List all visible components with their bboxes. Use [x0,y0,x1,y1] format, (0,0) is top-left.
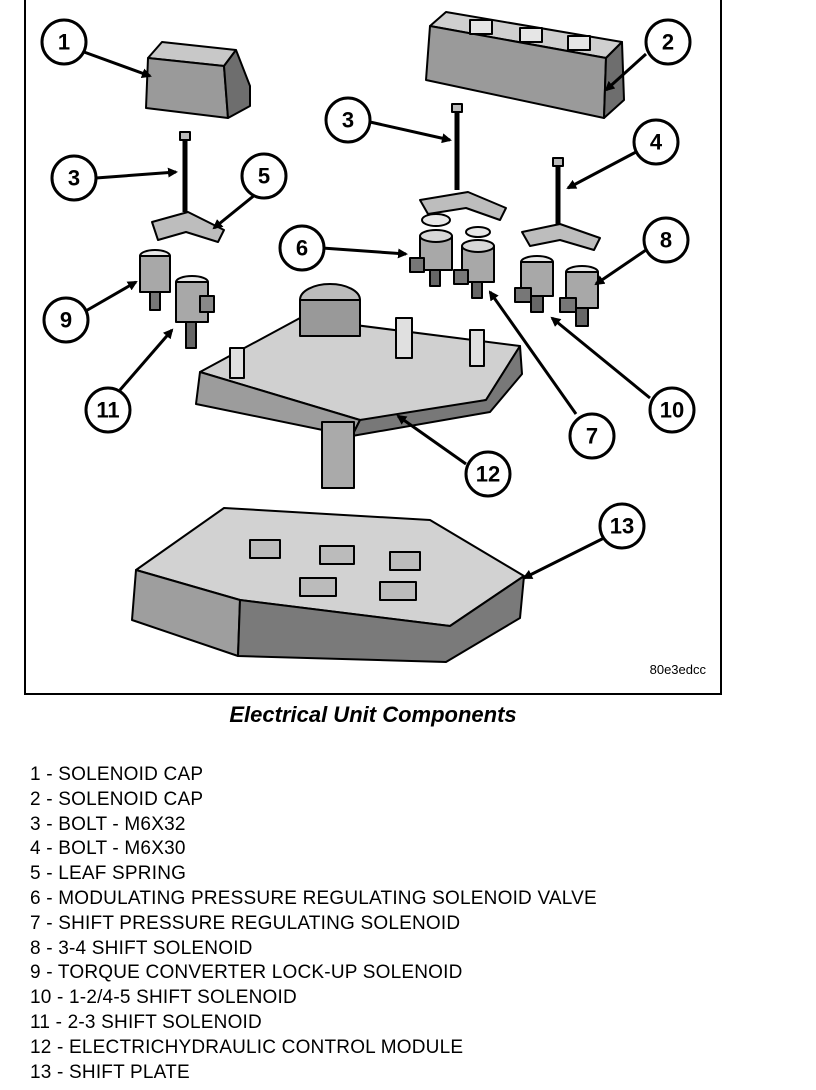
parts-legend: 1 - SOLENOID CAP 2 - SOLENOID CAP 3 - BO… [30,763,597,1085]
electrohydraulic-control-module [195,283,523,489]
legend-item: 9 - TORQUE CONVERTER LOCK-UP SOLENOID [30,962,463,984]
callout-1: 1 [40,18,88,66]
leader-7 [488,290,578,415]
legend-item: 2 - SOLENOID CAP [30,788,204,810]
svg-text:10: 10 [660,398,684,423]
leader-6 [321,246,408,259]
shift-plate [131,507,525,663]
svg-text:7: 7 [586,424,598,449]
bolt-center [451,103,463,190]
solenoid-shift-pressure [453,226,495,299]
solenoid-2-3-shift [175,275,215,349]
leader-13 [522,536,605,580]
legend-item: 10 - 1-2/4-5 SHIFT SOLENOID [30,987,297,1009]
leader-11 [118,328,174,391]
callout-11: 11 [84,386,132,434]
legend-item: 8 - 3-4 SHIFT SOLENOID [30,937,253,959]
legend-item: 7 - SHIFT PRESSURE REGULATING SOLENOID [30,912,461,934]
callout-13: 13 [598,502,646,550]
solenoid-3-4-shift [514,255,554,313]
svg-text:3: 3 [68,166,80,191]
leader-3b [369,120,452,144]
callout-8: 8 [642,216,690,264]
svg-text:3: 3 [342,108,354,133]
svg-text:12: 12 [476,462,500,487]
leader-3a [95,167,178,180]
legend-item: 11 - 2-3 SHIFT SOLENOID [30,1011,262,1033]
callout-5: 5 [240,152,288,200]
leader-5 [212,192,257,230]
legend-item: 3 - BOLT - M6X32 [30,813,186,835]
svg-text:11: 11 [96,398,119,423]
solenoid-cap-small [145,41,251,119]
callout-4: 4 [632,118,680,166]
callout-10: 10 [648,386,696,434]
callout-6: 6 [278,224,326,272]
svg-text:4: 4 [650,130,663,155]
solenoid-modulating-pressure [409,213,453,287]
svg-text:8: 8 [660,228,672,253]
solenoid-1-2-4-5-shift [559,265,599,327]
callout-12: 12 [464,450,512,498]
leader-8 [594,248,647,286]
leader-2 [604,52,648,92]
legend-item: 13 - SHIFT PLATE [30,1061,190,1083]
legend-item: 12 - ELECTRICHYDRAULIC CONTROL MODULE [30,1036,464,1058]
leaf-spring-center [419,191,507,221]
legend-item: 4 - BOLT - M6X30 [30,838,186,860]
leaf-spring-left [151,211,225,243]
svg-text:6: 6 [296,236,308,261]
svg-text:2: 2 [662,30,674,55]
bolt-right [552,157,564,224]
callout-3: 3 [50,154,98,202]
legend-item: 1 - SOLENOID CAP [30,764,204,785]
callout-9: 9 [42,296,90,344]
solenoid-torque-converter [139,249,171,311]
legend-item: 6 - MODULATING PRESSURE REGULATING SOLEN… [30,887,597,909]
leader-10 [550,316,651,400]
leader-9 [83,280,138,314]
figure-frame [24,0,722,695]
svg-text:9: 9 [60,308,72,333]
figure-caption: Electrical Unit Components [229,702,517,727]
leaf-spring-right [521,223,601,251]
leader-4 [566,150,637,190]
exploded-parts-diagram: 1 2 3 3 4 5 6 7 8 9 10 11 12 13 [40,11,696,663]
callout-3: 3 [324,96,372,144]
callout-7: 7 [568,412,616,460]
figure-code: 80e3edcc [649,662,706,677]
legend-item: 5 - LEAF SPRING [30,863,187,885]
bolt-left [179,131,191,212]
svg-text:1: 1 [58,30,70,55]
solenoid-cap-large [425,11,625,119]
svg-text:5: 5 [258,164,270,189]
svg-text:13: 13 [610,514,634,539]
leader-1 [83,50,152,78]
callout-2: 2 [644,18,692,66]
leader-12 [396,414,467,466]
